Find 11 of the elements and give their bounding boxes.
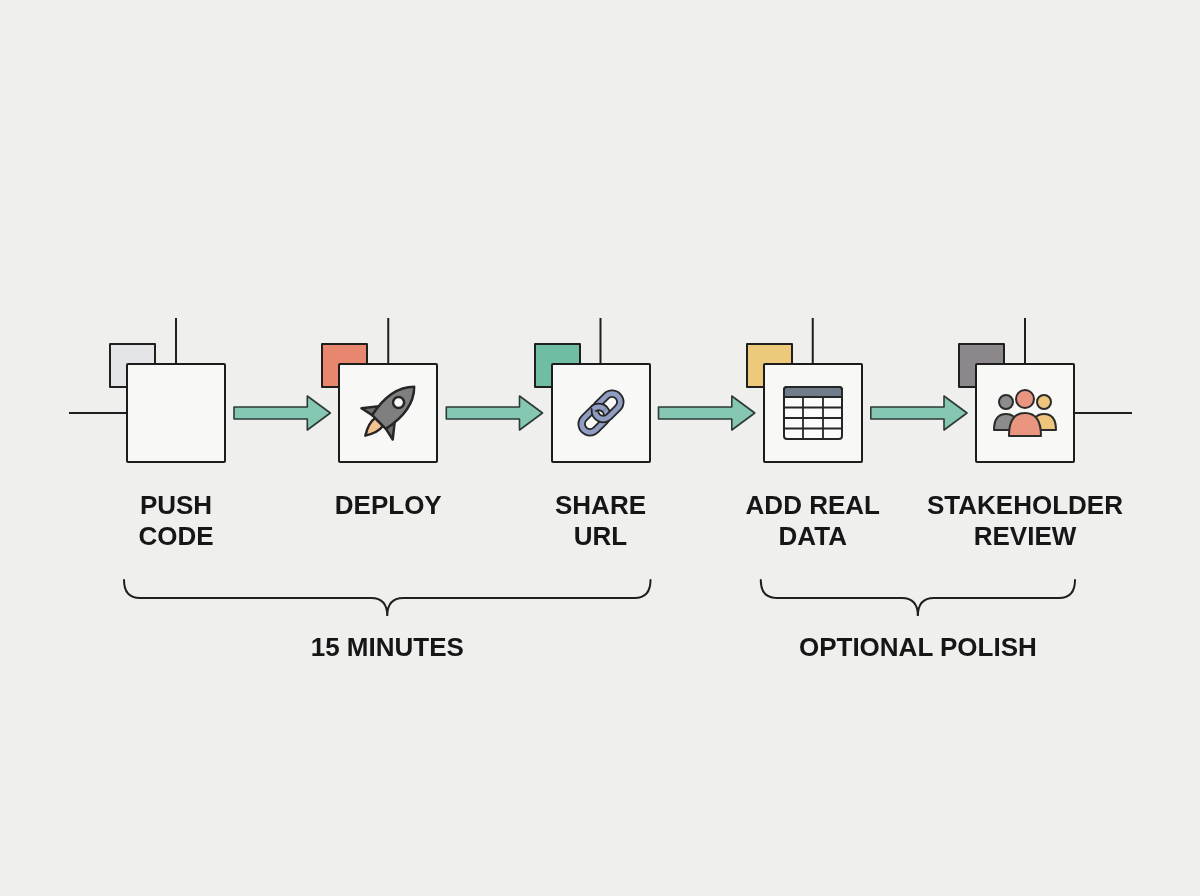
span-label: 15 MINUTES [310,632,464,663]
arrow [657,395,756,431]
arrow [233,395,332,431]
step-label: ADD REAL DATA [744,490,881,552]
span-label: OPTIONAL POLISH [798,632,1037,663]
step-label: STAKEHOLDER REVIEW [926,490,1124,552]
step-label: DEPLOY [334,490,442,521]
step-label: PUSH CODE [137,490,215,552]
arrow [870,395,968,431]
step-label: SHARE URL [554,490,647,552]
arrow [445,395,544,431]
